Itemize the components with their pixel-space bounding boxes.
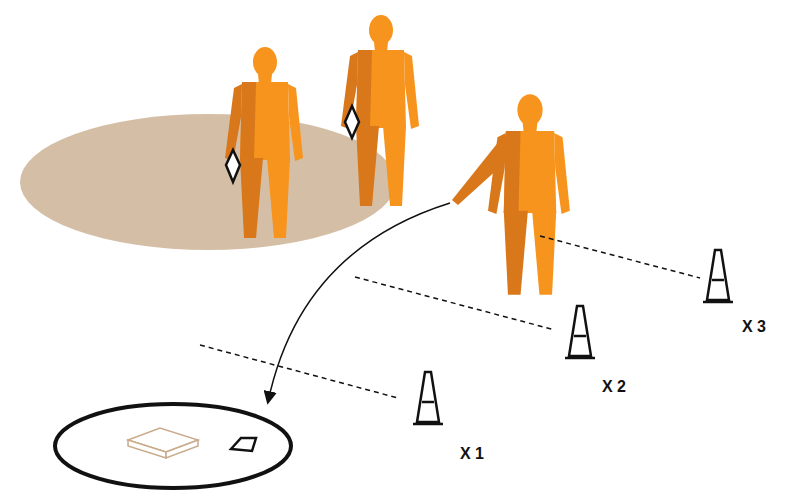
- position-label: X 3: [742, 318, 766, 336]
- on-deck-area: [20, 114, 396, 250]
- batting-circle: [55, 404, 291, 488]
- player-figure: [341, 15, 419, 206]
- coach-figure: [452, 94, 570, 295]
- home-plate: [231, 438, 256, 451]
- base-symbol: [128, 428, 198, 458]
- player-figure: [225, 47, 303, 238]
- cone-symbol: [413, 250, 733, 424]
- position-label: X 1: [460, 445, 484, 463]
- position-label: X 2: [602, 378, 626, 396]
- throw-arrow: [268, 203, 450, 402]
